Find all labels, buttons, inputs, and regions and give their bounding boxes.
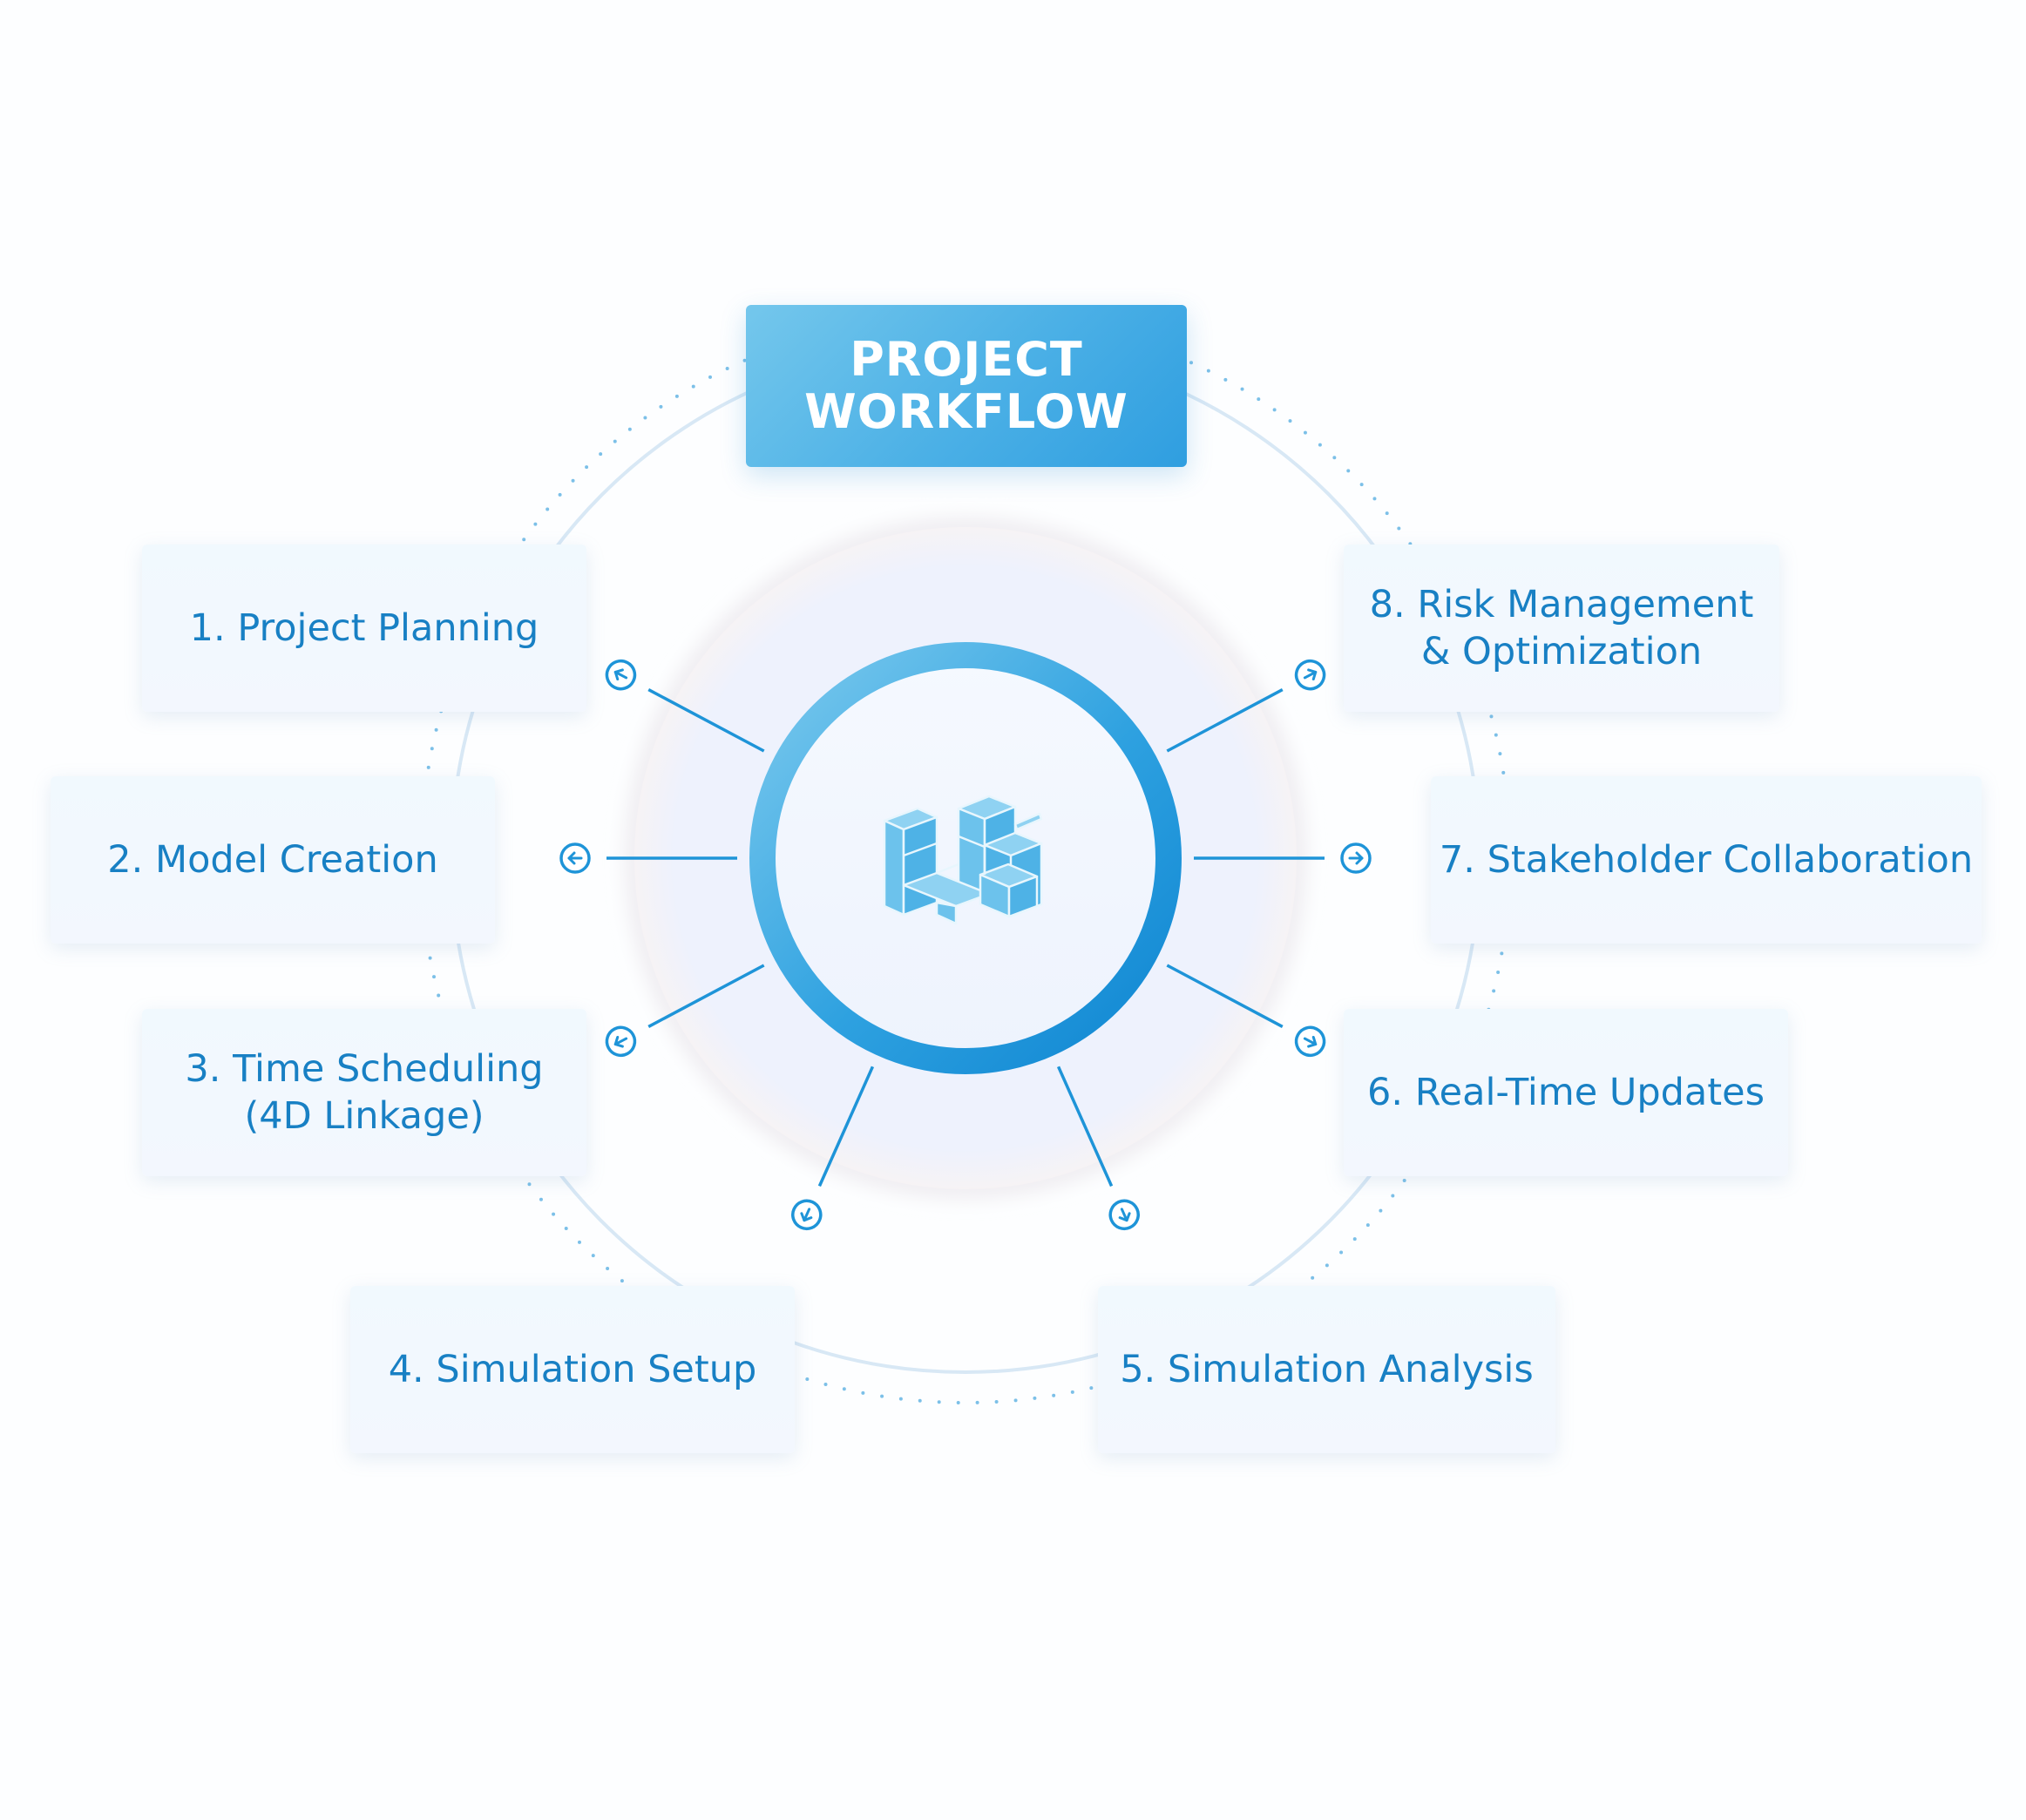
circled-arrow-icon [559, 842, 591, 874]
circled-arrow-icon [1294, 659, 1326, 691]
connector-line-8 [1166, 688, 1284, 753]
step-card-1[interactable]: 1. Project Planning [142, 545, 586, 712]
workflow-title: PROJECT WORKFLOW [746, 305, 1187, 467]
title-line-1: PROJECT [850, 332, 1083, 387]
connector-line-6 [1166, 964, 1284, 1028]
isometric-building-blocks-icon [883, 795, 1043, 925]
step-card-5[interactable]: 5. Simulation Analysis [1098, 1286, 1555, 1453]
step-7-label: 7. Stakeholder Collaboration [1439, 838, 1974, 882]
connector-line-5 [1056, 1066, 1114, 1187]
connector-line-1 [647, 688, 765, 753]
step-5-label: 5. Simulation Analysis [1120, 1348, 1534, 1391]
circled-arrow-icon [791, 1199, 823, 1231]
connector-line-3 [647, 964, 765, 1028]
step-card-3[interactable]: 3. Time Scheduling (4D Linkage) [142, 1009, 586, 1176]
circled-arrow-icon [605, 659, 637, 691]
circled-arrow-icon [1108, 1199, 1140, 1231]
step-card-6[interactable]: 6. Real-Time Updates [1344, 1009, 1788, 1176]
circled-arrow-icon [605, 1025, 637, 1058]
step-2-label: 2. Model Creation [107, 838, 438, 882]
title-line-2: WORKFLOW [804, 384, 1128, 439]
connectors [559, 659, 1372, 1231]
step-4-label: 4. Simulation Setup [388, 1348, 757, 1391]
center-ring [749, 642, 1182, 1074]
step-8-sublabel: & Optimization [1420, 630, 1703, 673]
step-6-label: 6. Real-Time Updates [1367, 1071, 1765, 1114]
circled-arrow-icon [1340, 842, 1372, 874]
step-card-4[interactable]: 4. Simulation Setup [350, 1286, 795, 1453]
step-card-7[interactable]: 7. Stakeholder Collaboration [1431, 776, 1982, 944]
step-8-label: 8. Risk Management [1369, 583, 1754, 626]
step-card-8[interactable]: 8. Risk Management & Optimization [1344, 545, 1779, 712]
step-3-sublabel: (4D Linkage) [244, 1094, 484, 1138]
connector-line-4 [817, 1066, 875, 1187]
step-3-label: 3. Time Scheduling [185, 1047, 544, 1091]
circled-arrow-icon [1294, 1025, 1326, 1058]
step-card-2[interactable]: 2. Model Creation [51, 776, 495, 944]
step-1-label: 1. Project Planning [189, 606, 539, 650]
